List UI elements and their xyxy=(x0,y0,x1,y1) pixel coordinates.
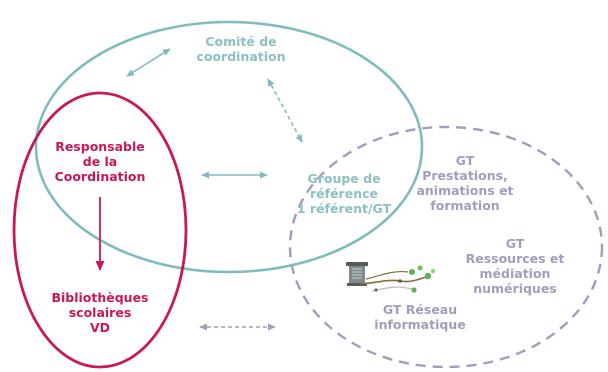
gt-ressources-label: GT Ressources et médiation numériques xyxy=(465,236,565,296)
comite-label: Comité de coordination xyxy=(196,34,286,64)
responsable-label: Responsable de la Coordination xyxy=(54,139,146,184)
network-illustration xyxy=(346,262,436,293)
groupe-label: Groupe de référence 1 référent/GT xyxy=(296,171,392,216)
coordination-ellipse xyxy=(12,91,188,369)
gt-prestations-label: GT Prestations, animations et formation xyxy=(416,153,514,213)
committee-ellipse xyxy=(34,20,424,274)
arrow-comite-groupe xyxy=(267,78,303,143)
gt-network-ellipse xyxy=(288,125,604,369)
bibliotheques-label: Bibliothèques scolaires VD xyxy=(51,290,149,335)
gt-reseau-label: GT Réseau informatique xyxy=(374,302,466,332)
arrow-responsable-comite xyxy=(126,48,171,77)
